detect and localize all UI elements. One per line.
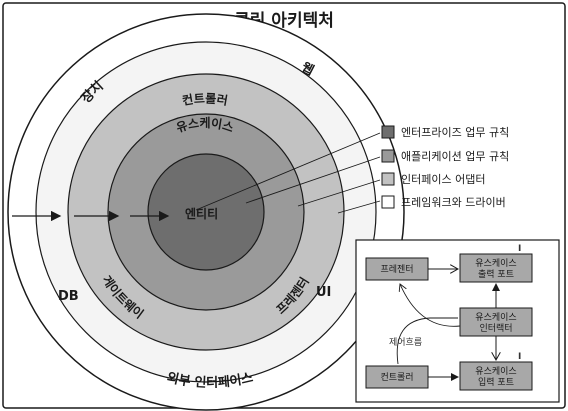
legend-swatch-frameworks [381, 195, 395, 209]
interactor-label-2: 인터랙터 [479, 323, 512, 334]
output-port-interface-marker: I [518, 244, 521, 254]
controller-label: 컨트롤러 [380, 372, 413, 383]
output-port-label-1: 유스케이스 [475, 258, 516, 269]
output-port-box [459, 253, 533, 283]
legend-label-frameworks: 프레임워크와 드라이버 [401, 196, 506, 209]
legend-label-use-cases: 애플리케이션 업무 규칙 [401, 150, 509, 163]
control-flow-curve-up [400, 284, 461, 327]
input-port-box [459, 361, 533, 391]
label-ui: UI [316, 285, 331, 300]
legend-leader-frameworks [337, 200, 381, 214]
legend-swatch-use-cases [381, 149, 395, 163]
input-port-label-2: 입력 포트 [478, 376, 514, 388]
legend-swatch-adapters [381, 172, 395, 186]
legend-leader-use-cases [245, 156, 381, 204]
legend-label-adapters: 인터페이스 어댑터 [401, 173, 485, 186]
legend: 엔터프라이즈 업무 규칙 애플리케이션 업무 규칙 인터페이스 어댑터 프레임워… [381, 125, 509, 209]
legend-label-entities: 엔터프라이즈 업무 규칙 [401, 126, 509, 139]
legend-leader-adapters [297, 179, 381, 207]
label-use-cases: 유스케이스 [175, 115, 236, 135]
input-port-interface-marker: I [518, 352, 521, 362]
label-entities: 엔티티 [185, 206, 218, 221]
label-db: DB [58, 289, 79, 304]
output-port-label-2: 출력 포트 [478, 268, 514, 280]
label-outer-interfaces: 외부 인터페이스 [165, 369, 254, 390]
legend-swatch-entities [381, 125, 395, 139]
control-flow-label: 제어흐름 [389, 337, 422, 348]
control-flow-curve [396, 317, 458, 365]
presenter-label: 프레젠터 [380, 264, 413, 275]
ring-entities [147, 153, 265, 271]
input-port-label-1: 유스케이스 [475, 366, 516, 377]
legend-leader-entities [195, 132, 381, 211]
control-flow-inset: 프레젠터 유스케이스 출력 포트 I 유스케이스 인터랙터 컨트롤러 유스케이스… [355, 239, 560, 403]
interactor-label-1: 유스케이스 [475, 312, 516, 323]
